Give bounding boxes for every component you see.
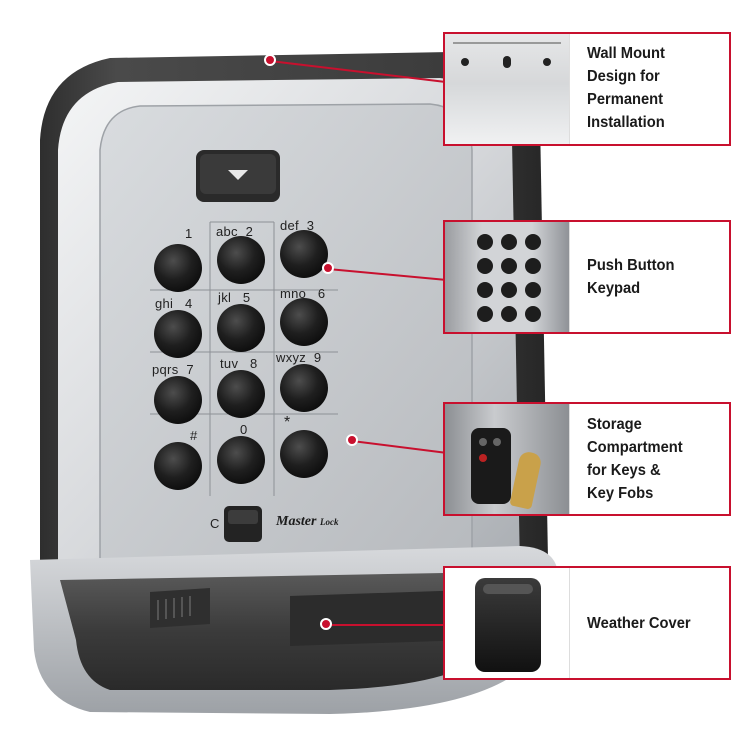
callout-keypad: Push Button Keypad (443, 220, 731, 334)
callout-keypad-line-2: Keypad (587, 280, 641, 297)
key-label-1: 1 (185, 226, 193, 241)
key-label-2: abc 2 (216, 224, 254, 239)
callout-wall-mount-line-4: Installation (587, 114, 665, 131)
callout-weather-cover-text: Weather Cover (587, 612, 712, 635)
connector-line-weather (326, 624, 448, 626)
keypad-buttons (154, 230, 328, 490)
callout-weather-cover: Weather Cover (443, 566, 731, 680)
connector-dot-weather (320, 618, 332, 630)
callout-keypad-text: Push Button Keypad (587, 254, 712, 300)
key-label-8: tuv 8 (220, 356, 258, 371)
key-fob-icon (471, 428, 511, 504)
brand-logo: Master Lock (276, 514, 338, 530)
connector-dot-storage (346, 434, 358, 446)
callout-weather-cover-line-1: Weather Cover (587, 615, 691, 632)
key-label-0: 0 (240, 422, 248, 437)
callout-storage-text: Storage Compartment for Keys & Key Fobs (587, 413, 712, 505)
callout-storage-line-3: for Keys & (587, 462, 661, 479)
wall-mount-thumbnail (445, 34, 570, 144)
callout-keypad-line-1: Push Button (587, 257, 675, 274)
key-label-7: pqrs 7 (152, 362, 194, 377)
callout-storage: Storage Compartment for Keys & Key Fobs (443, 402, 731, 516)
brand-name: Master (276, 514, 317, 529)
key-label-hash: # (190, 428, 198, 443)
key-icon (509, 450, 543, 510)
key-label-5: jkl 5 (218, 290, 251, 305)
key-label-4: ghi 4 (155, 296, 193, 311)
callout-wall-mount-text: Wall Mount Design for Permanent Installa… (587, 42, 712, 134)
weather-cover-thumbnail (445, 568, 570, 678)
callout-storage-line-1: Storage (587, 416, 642, 433)
callout-wall-mount: Wall Mount Design for Permanent Installa… (443, 32, 731, 146)
brand-sub: Lock (319, 517, 339, 527)
callout-storage-line-4: Key Fobs (587, 485, 654, 502)
key-label-9: wxyz 9 (276, 350, 322, 365)
key-label-star: * (284, 414, 291, 431)
connector-dot-wall-mount (264, 54, 276, 66)
connector-dot-keypad (322, 262, 334, 274)
keypad-thumbnail (445, 222, 570, 332)
storage-thumbnail (445, 404, 570, 514)
key-label-6: mno 6 (280, 286, 326, 301)
callout-storage-line-2: Compartment (587, 439, 683, 456)
callout-wall-mount-line-1: Wall Mount (587, 45, 665, 62)
key-label-3: def 3 (280, 218, 315, 233)
callout-wall-mount-line-3: Permanent (587, 91, 664, 108)
callout-wall-mount-line-2: Design for (587, 68, 660, 85)
clear-button-label: C (210, 516, 220, 531)
